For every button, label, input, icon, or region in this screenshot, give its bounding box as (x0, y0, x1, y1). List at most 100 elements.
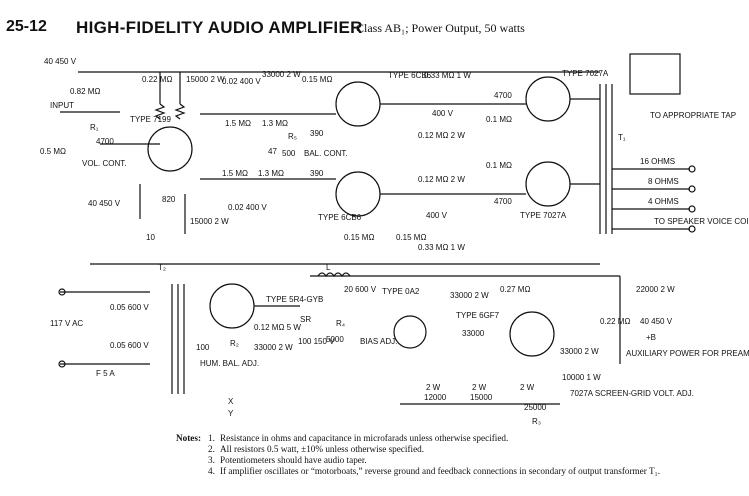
note-item: 3.Potentiometers should have audio taper… (208, 455, 367, 465)
supply-wiring (254, 275, 380, 307)
r-022b-label: 0.22 MΩ (600, 317, 630, 326)
type-7199-label: TYPE 7199 (130, 115, 171, 124)
c-40-lo-label: 40 450 V (88, 199, 121, 208)
power-transformer (171, 284, 185, 394)
r-33000-5w-label: 33000 2 W (254, 343, 293, 352)
notes-heading: Notes: (176, 433, 202, 443)
c-002-top-label: 0.02 400 V (222, 77, 261, 86)
ac-terminal-2 (58, 360, 66, 368)
r-12000-label: 12000 (424, 393, 447, 402)
r-2wa-label: 2 W (426, 383, 441, 392)
r-22000-label: 22000 2 W (636, 285, 675, 294)
r-4700a-label: 4700 (494, 91, 512, 100)
vol-cont-label: VOL. CONT. (82, 159, 126, 168)
ohm8-label: 8 OHMS (648, 177, 679, 186)
r5-label: R₅ (288, 132, 297, 141)
c-20-label: 20 600 V (344, 285, 377, 294)
tap-common-terminal (688, 225, 696, 233)
c-40-aux-label: 40 450 V (640, 317, 673, 326)
cap-in-label: 40 450 V (44, 57, 77, 66)
ohm16-label: 16 OHMS (640, 157, 675, 166)
fuse-label: F 5 A (96, 369, 115, 378)
x-label: X (228, 397, 234, 406)
tube-7027a-bottom (525, 161, 571, 207)
r-100-lo-label: 100 (196, 343, 210, 352)
r2-label: R₂ (230, 339, 239, 348)
r-13b-label: 1.3 MΩ (258, 169, 284, 178)
tap-16-terminal (688, 165, 696, 173)
r-012b-label: 0.12 MΩ 2 W (418, 175, 465, 184)
type-6cb6-bot-label: TYPE 6CB6 (318, 213, 362, 222)
tap-4-terminal (688, 205, 696, 213)
ohm4-label: 4 OHMS (648, 197, 679, 206)
rectifier-5r4 (209, 283, 255, 329)
r-015c-label: 0.15 MΩ (396, 233, 426, 242)
note-text: Resistance in ohms and capacitance in mi… (220, 433, 509, 443)
r-2wb-label: 2 W (472, 383, 487, 392)
type-6cb6-top-label: TYPE 6CB6 (388, 71, 432, 80)
r-012a-label: 0.12 MΩ 2 W (418, 131, 465, 140)
r-33000-2wc-label: 33000 2 W (560, 347, 599, 356)
r-33000-2wb-label: 33000 2 W (450, 291, 489, 300)
r-10-label: 10 (146, 233, 155, 242)
r-390a-label: 390 (310, 129, 324, 138)
r-100-150-label: 100 150 V (298, 337, 335, 346)
sw-ac-label: 117 V AC (50, 319, 83, 328)
preamp-resistors (154, 103, 186, 120)
c-005b-label: 0.05 600 V (110, 341, 149, 350)
r-390b-label: 390 (310, 169, 324, 178)
r-033-bot-label: 0.33 MΩ 1 W (418, 243, 465, 252)
preamp-resistor-leads (139, 72, 186, 234)
page-title: HIGH-FIDELITY AUDIO AMPLIFIER (76, 18, 363, 37)
r-01b-label: 0.1 MΩ (486, 161, 512, 170)
r-820-label: 820 (162, 195, 176, 204)
hum-bal-label: HUM. BAL. ADJ. (200, 359, 259, 368)
r-2wc-label: 2 W (520, 383, 535, 392)
c-400v-bot-label: 400 V (426, 211, 448, 220)
amplifier-schematic: 40 450 V INPUT R₁ 0.5 MΩ VOL. CONT. 0.82… (40, 53, 749, 426)
page-number: 25-12 (6, 18, 47, 35)
y-label: Y (228, 409, 234, 418)
r-022-label: 0.22 MΩ (142, 75, 172, 84)
tube-6gf7 (509, 311, 555, 357)
type-7027a-top-label: TYPE 7027A (562, 69, 609, 78)
notes-block: Notes: 1.Resistance in ohms and capacita… (176, 433, 736, 477)
r-5000-label: 5000 (326, 335, 344, 344)
ac-terminal-1 (58, 288, 66, 296)
r-15b-label: 1.5 MΩ (222, 169, 248, 178)
input-wiring (60, 111, 160, 145)
note-text: Potentiometers should have audio taper. (220, 455, 367, 465)
r1-label: R₁ (90, 123, 99, 132)
r-4700b-label: 4700 (494, 197, 512, 206)
r-33000-top-label: 33000 2 W (262, 70, 301, 79)
t2-label: T₂ (158, 263, 166, 272)
c-002-bot-label: 0.02 400 V (228, 203, 267, 212)
type-7027a-bot-label: TYPE 7027A (520, 211, 567, 220)
r-012-5w-label: 0.12 MΩ 5 W (254, 323, 301, 332)
filter-choke (317, 272, 351, 278)
note-item: 2.All resistors 0.5 watt, ±10% unless ot… (208, 444, 425, 454)
type-5r4-label: TYPE 5R4-GYB (266, 295, 323, 304)
r-015-top-label: 0.15 MΩ (302, 75, 332, 84)
r-01a-label: 0.1 MΩ (486, 115, 512, 124)
r-027-label: 0.27 MΩ (500, 285, 530, 294)
ac-input-wiring (60, 291, 150, 365)
r-15a-label: 1.5 MΩ (225, 119, 251, 128)
r-13a-label: 1.3 MΩ (262, 119, 288, 128)
r-15000-bot-label: 15000 2 W (190, 217, 229, 226)
speaker-taps (612, 168, 690, 230)
to-spk-label: TO SPEAKER VOICE COIL (654, 217, 749, 226)
output-transformer (599, 84, 613, 234)
r-15000-top-label: 15000 2 W (186, 75, 225, 84)
output-wiring (470, 98, 600, 195)
type-0a2-label: TYPE 0A2 (382, 287, 420, 296)
tube-7199 (147, 126, 193, 172)
r3-label: R₃ (532, 417, 541, 426)
note-text: If amplifier oscillates or “motorboats,”… (220, 466, 661, 476)
note-text: All resistors 0.5 watt, ±10% unless othe… (220, 444, 425, 454)
note-item: 1.Resistance in ohms and capacitance in … (208, 433, 509, 443)
b-plus-label: +B (646, 333, 656, 342)
r-033-top-label: 0.33 MΩ 1 W (424, 71, 471, 80)
r-082-label: 0.82 MΩ (70, 87, 100, 96)
